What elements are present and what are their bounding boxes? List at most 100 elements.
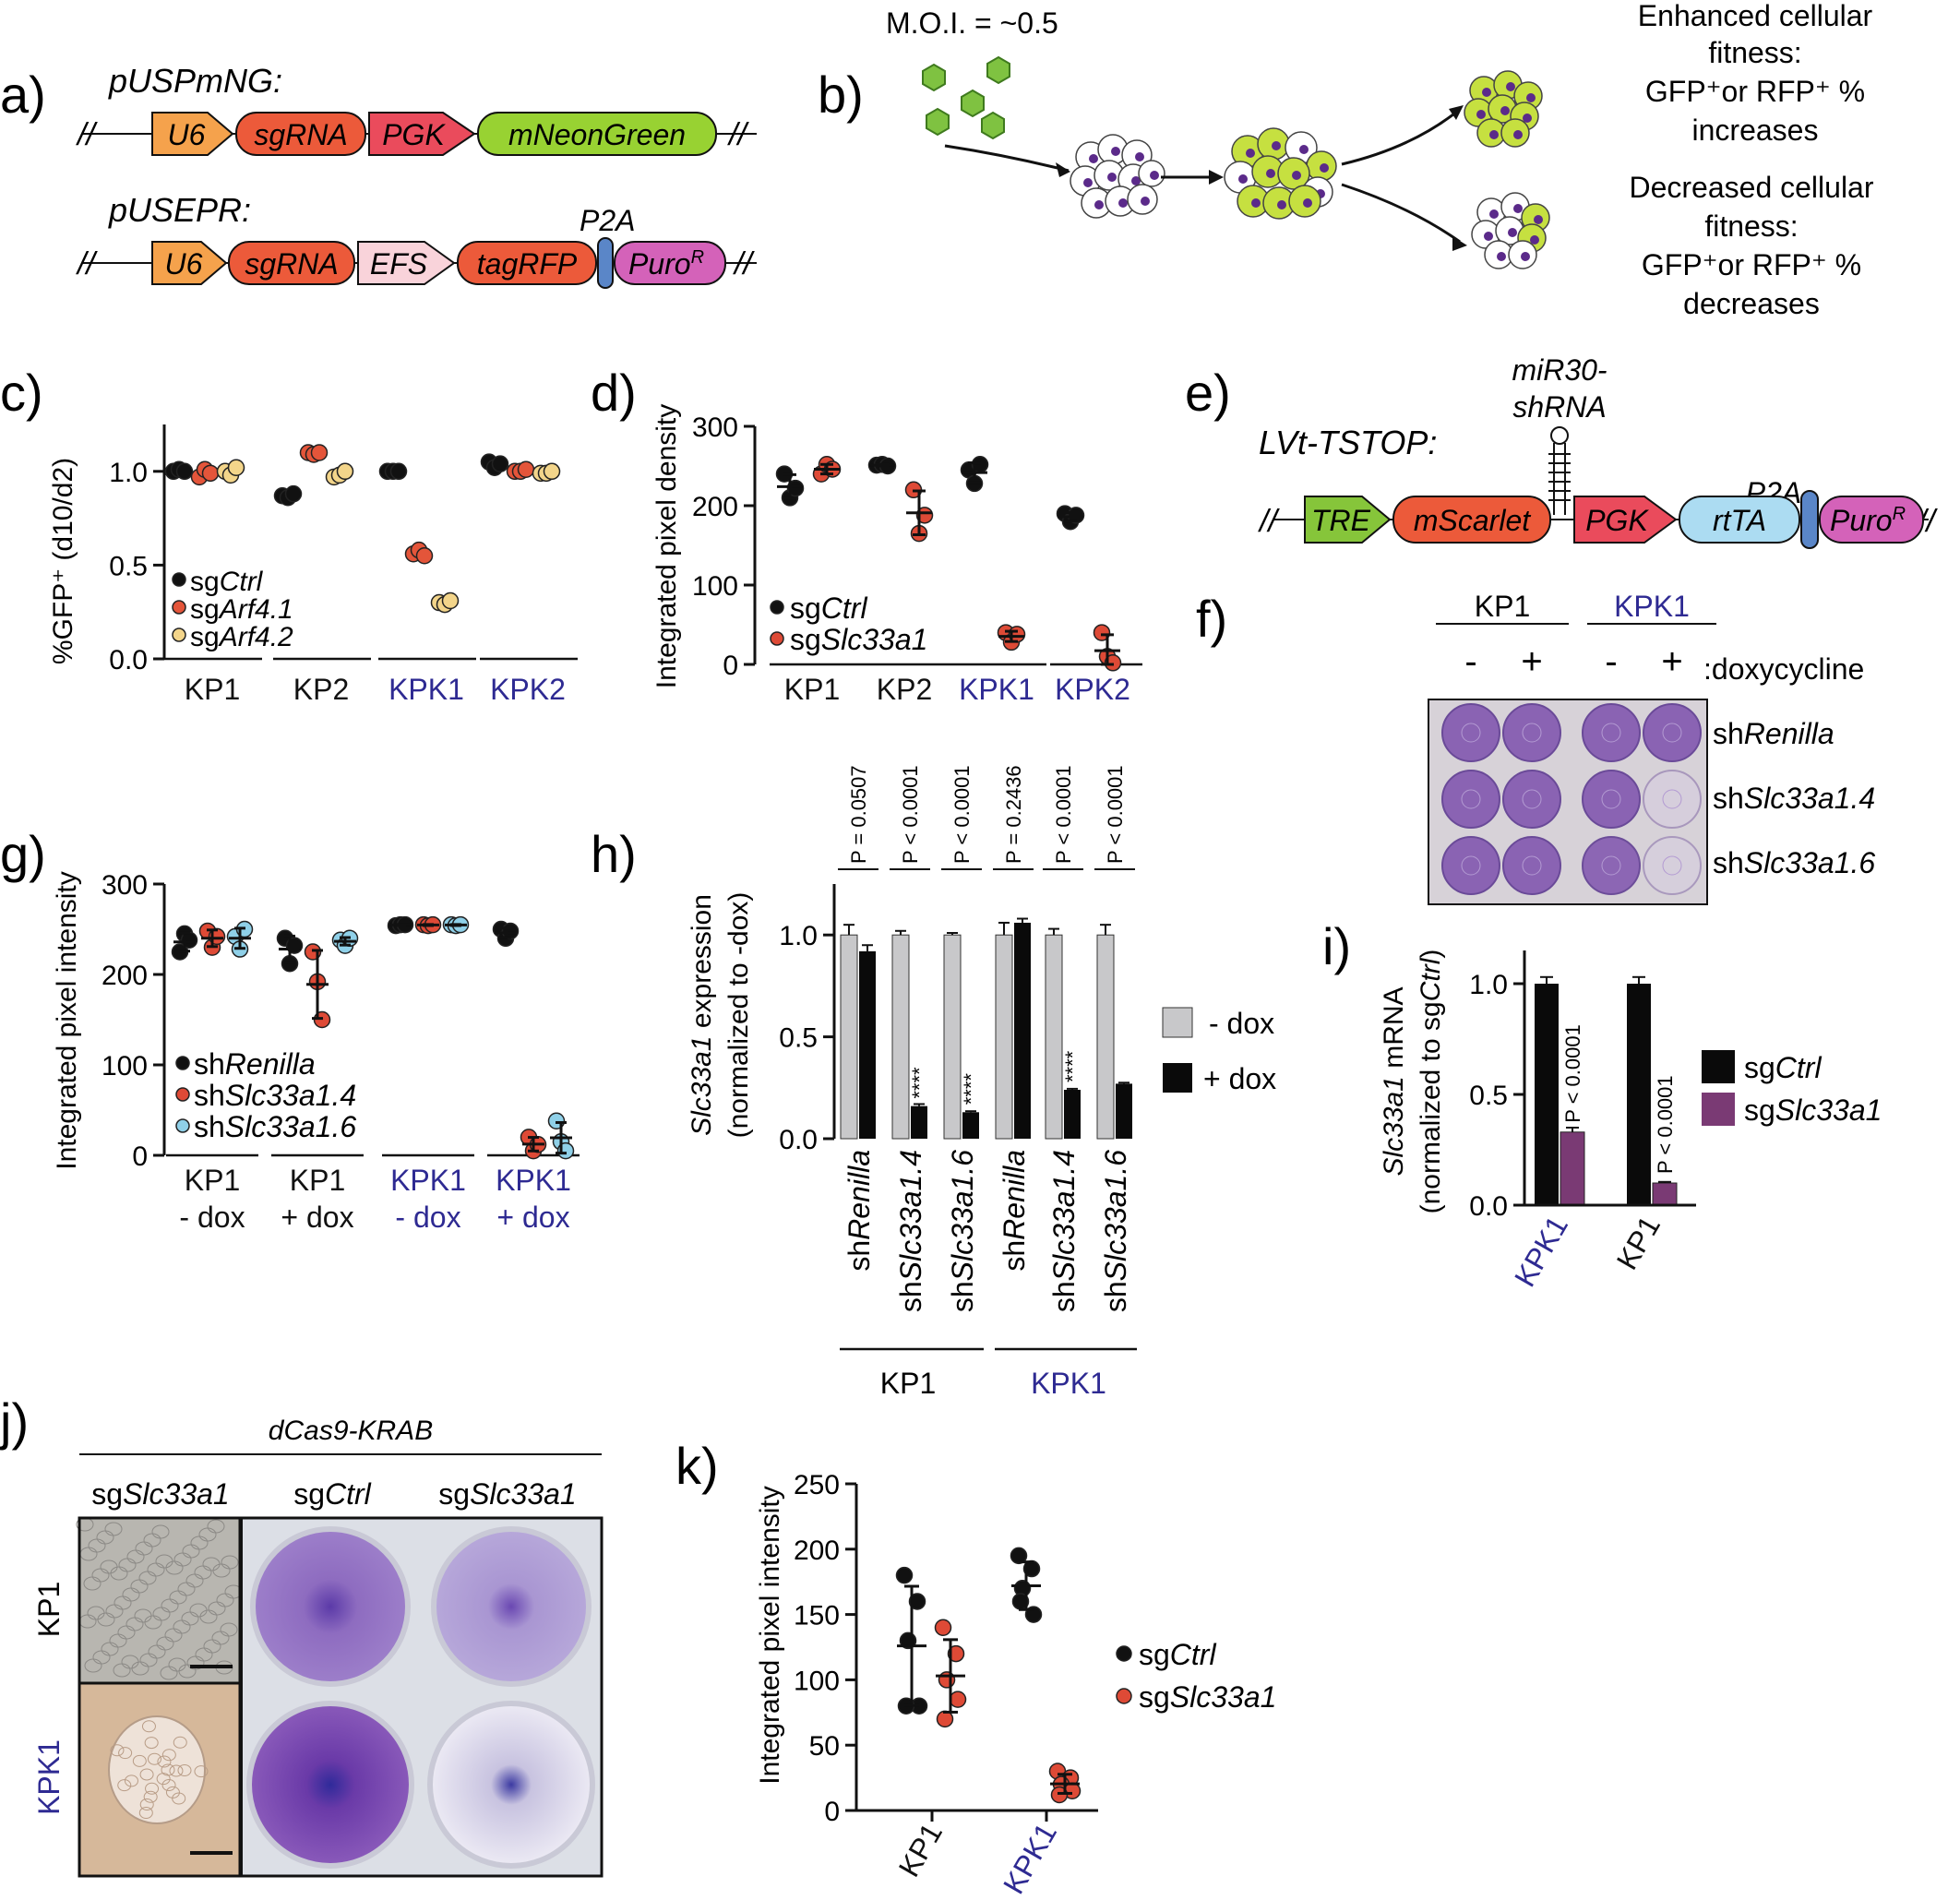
k-point [947, 1644, 965, 1663]
cell-outline [169, 1764, 184, 1777]
g-y-tick-label: 300 [102, 870, 148, 901]
h-y-tick-label: 0.5 [779, 1023, 818, 1054]
cell-nucleus [1272, 141, 1281, 150]
part-P2A-e [1800, 490, 1819, 549]
well-center [1461, 855, 1481, 876]
svg-text:mScarlet: mScarlet [1414, 504, 1531, 537]
panel-e-construct: LVt-TSTOP: miR30- shRNA P2A // // TRE mS… [1258, 353, 1938, 549]
h-y-axis-label-2: (normalized to -dox) [723, 892, 754, 1139]
well-center [1522, 723, 1542, 743]
well-center [1662, 789, 1682, 809]
d-y-tick-label: 200 [692, 492, 738, 522]
j-col-micro: sgSlc33a1 [91, 1477, 229, 1511]
d-group-label: KP1 [784, 673, 840, 706]
svg-text:GFP⁺or RFP⁺ %: GFP⁺or RFP⁺ % [1645, 75, 1865, 108]
j-dish-kp1-ctrl [250, 1526, 411, 1687]
g-y-axis-label: Integrated pixel intensity [52, 871, 82, 1170]
d-point [786, 479, 805, 497]
cell-nucleus [1131, 176, 1141, 185]
cell-outline [165, 1786, 180, 1798]
g-y-tick-label: 100 [102, 1051, 148, 1081]
panel-label-i: i) [1322, 917, 1351, 975]
well-center [1461, 723, 1481, 743]
h-pvalue: P = 0.2436 [1002, 765, 1025, 864]
well-1-1 [1441, 703, 1500, 762]
cell-outline [151, 1524, 170, 1539]
k-point [949, 1691, 967, 1708]
c-point [310, 444, 329, 461]
i-bar-sgctrl [1535, 984, 1559, 1205]
cell-nucleus [1303, 198, 1312, 208]
k-legend-marker [1116, 1688, 1132, 1704]
cell-nucleus [1083, 178, 1093, 187]
c-point [201, 464, 220, 483]
g-group-label: KPK1 [390, 1164, 466, 1197]
cell-outline [134, 1608, 152, 1623]
part-sgRNA-1: sgRNA [235, 112, 366, 156]
cell-nucleus [1484, 232, 1493, 241]
h-bar-minus-dox [1045, 934, 1063, 1140]
svg-text://: // [76, 117, 98, 152]
cell-outline [177, 1764, 192, 1777]
cell-nucleus [1150, 171, 1159, 180]
hairpin-label-1: miR30- [1512, 353, 1607, 387]
c-y-tick-label: 1.0 [109, 458, 148, 488]
d-y-tick-label: 300 [692, 412, 738, 443]
cell-nucleus [1508, 228, 1517, 237]
k-y-tick-label: 150 [794, 1601, 840, 1631]
i-bar-sgslc33a1 [1652, 1182, 1678, 1206]
i-bar-sgctrl [1627, 984, 1651, 1205]
svg-text:increases: increases [1692, 114, 1819, 147]
f-dox-label: :doxycycline [1703, 652, 1864, 686]
well-3-2 [1502, 836, 1561, 895]
j-row-kpk1: KPK1 [32, 1739, 66, 1815]
c-y-tick-label: 0.0 [109, 645, 148, 675]
cell-nucleus [1111, 147, 1120, 156]
cell-outline [121, 1655, 139, 1669]
cell-cluster-infected [1224, 127, 1337, 220]
c-point [336, 462, 354, 481]
k-point [908, 1593, 926, 1610]
d-point [1093, 624, 1111, 641]
svg-text:PuroR: PuroR [628, 247, 704, 281]
c-y-axis-label: %GFP⁺ (d10/d2) [48, 458, 78, 664]
i-category-label: KP1 [1610, 1211, 1667, 1275]
f-sign-4: + [1661, 641, 1682, 682]
cell-outline [118, 1747, 133, 1760]
cell-nucleus [1089, 154, 1098, 163]
c-group-label: KP2 [293, 673, 349, 706]
g-legend-marker [175, 1087, 190, 1102]
svg-text:U6: U6 [168, 118, 206, 151]
well-center [1601, 855, 1621, 876]
well-3-1 [1441, 836, 1500, 895]
panel-label-b: b) [818, 66, 864, 124]
h-category-label: shRenilla [998, 1150, 1031, 1272]
cell-outline [221, 1555, 239, 1570]
c-point [227, 459, 245, 476]
virus-particles [922, 55, 1010, 140]
g-legend-marker [175, 1118, 190, 1133]
cell-nucleus [1497, 252, 1506, 261]
g-y-tick-label: 200 [102, 961, 148, 991]
h-group-label: KPK1 [1031, 1367, 1106, 1400]
f-kp1-label: KP1 [1475, 590, 1530, 623]
well-center [1662, 855, 1682, 876]
panel-label-a: a) [0, 66, 46, 124]
svg-text:sgRNA: sgRNA [254, 118, 347, 151]
h-bar-plus-dox [962, 1112, 979, 1139]
h-bar-minus-dox [891, 934, 910, 1140]
well-center [1662, 723, 1682, 743]
cell-nucleus [1266, 169, 1275, 178]
cell-nucleus [1107, 173, 1117, 182]
d-y-tick-label: 0 [723, 651, 738, 681]
well-1-2 [1502, 703, 1561, 762]
cell-outline [220, 1622, 238, 1637]
c-group-label: KP1 [185, 673, 240, 706]
cell-outline [194, 1765, 209, 1778]
c-legend-label: sgCtrl [190, 567, 264, 597]
c-y-tick-label: 0.5 [109, 551, 148, 581]
